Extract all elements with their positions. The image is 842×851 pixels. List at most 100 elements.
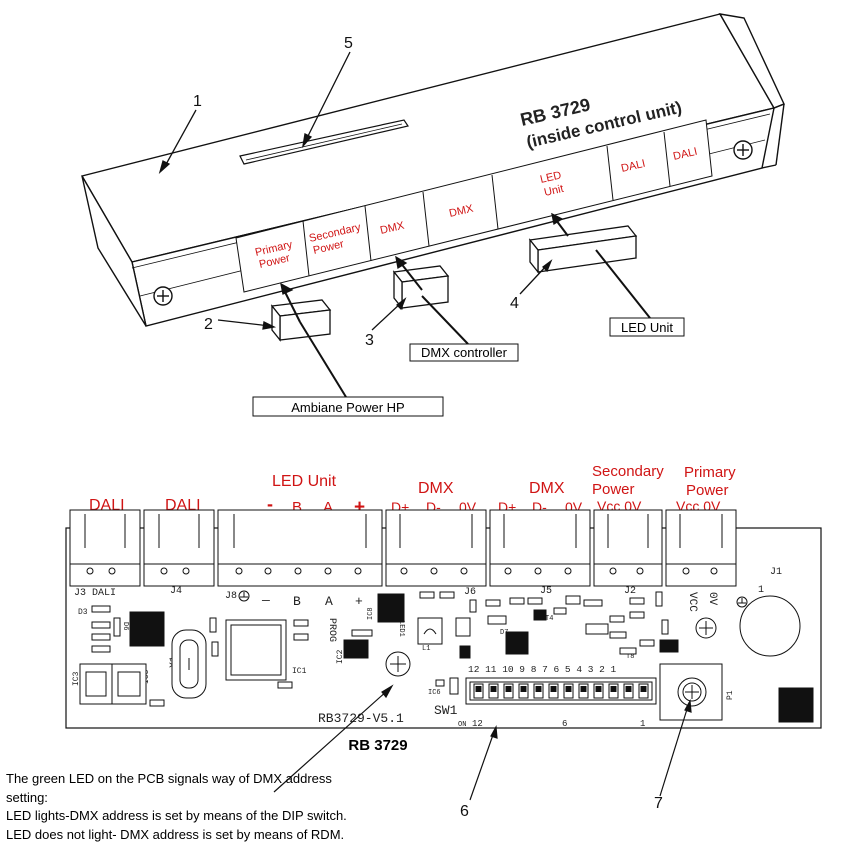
caption-line-2: setting: xyxy=(6,789,48,805)
pcb-leader-lines xyxy=(273,684,692,801)
silk-d6: D6 xyxy=(121,622,129,630)
silk-ic3: IC3 xyxy=(72,671,81,686)
silk-dip-1: 1 xyxy=(640,719,645,729)
silk-j6: J6 xyxy=(464,587,476,598)
silk-ic6: IC6 xyxy=(428,689,441,697)
block-dmx xyxy=(392,265,450,310)
silk-dip-12: 12 xyxy=(472,719,483,729)
port-label-strip xyxy=(235,119,713,293)
silk-dip-6: 6 xyxy=(562,719,567,729)
silk-p1: P1 xyxy=(726,690,735,700)
pcb-label-secondary-1: Secondary xyxy=(592,463,664,480)
dip-lever-knob xyxy=(625,686,632,692)
callout-7: 7 xyxy=(654,795,663,812)
silk-sw1: SW1 xyxy=(434,703,458,718)
silk-t4: T4 xyxy=(545,615,553,623)
dip-lever-knob xyxy=(535,686,542,692)
pcb-label-led-a: A xyxy=(323,499,333,516)
device-label-ambiane: Ambiane Power HP xyxy=(291,400,404,415)
dip-lever-knob xyxy=(550,686,557,692)
silk-dali: DALI xyxy=(92,588,116,599)
silk-d3: D3 xyxy=(78,608,88,617)
dip-lever-knob xyxy=(520,686,527,692)
silk-vcc: VCC xyxy=(686,592,698,612)
screw-right-icon xyxy=(733,140,753,160)
dip-lever-knob xyxy=(595,686,602,692)
silk-led1: LED1 xyxy=(397,620,405,637)
device-label-dmx-controller: DMX controller xyxy=(421,345,508,360)
dip-lever-knob xyxy=(490,686,497,692)
silk-prog: PROG xyxy=(326,618,337,642)
screw-left-icon xyxy=(153,286,173,306)
silk-on: ON xyxy=(458,721,466,729)
callout-4: 4 xyxy=(510,295,519,312)
ground-icon xyxy=(238,590,748,608)
port-label-dali-1: DALI xyxy=(620,158,647,175)
caption-line-4: LED does not light- DMX address is set b… xyxy=(6,826,345,842)
silk-j8: J8 xyxy=(225,591,237,602)
housing-left-cap xyxy=(81,175,147,327)
pcb-label-primary-2: Power xyxy=(686,482,729,499)
silk-ic2: IC2 xyxy=(336,649,345,664)
connector-blocks xyxy=(270,225,638,342)
port-label-led-1: LED xyxy=(539,169,563,186)
callout-5: 5 xyxy=(344,35,353,52)
silk-dip-numbers: 12 11 10 9 8 7 6 5 4 3 2 1 xyxy=(468,664,617,675)
silk-j1: J1 xyxy=(770,567,782,578)
dip-lever-knob xyxy=(640,686,647,692)
silk-j2: J2 xyxy=(624,586,636,597)
caption-line-1: The green LED on the PCB signals way of … xyxy=(6,771,332,786)
device-labels: Ambiane Power HP DMX controller LED Unit xyxy=(252,317,685,417)
silk-minus: — xyxy=(261,593,270,608)
dip-levers xyxy=(473,683,649,699)
silk-ic8: IC8 xyxy=(367,607,375,620)
port-label-dmx-1: DMX xyxy=(379,220,406,237)
silk-plus: + xyxy=(355,594,363,609)
port-label-dali-2: DALI xyxy=(672,146,699,163)
silk-j4: J4 xyxy=(170,586,182,597)
device-label-led-unit: LED Unit xyxy=(621,320,673,335)
silk-b: B xyxy=(293,594,301,609)
leader-lines xyxy=(158,51,651,398)
pcb-label-dmx-2: DMX xyxy=(529,480,565,497)
callout-3: 3 xyxy=(365,332,374,349)
pcb-label-dmx-1: DMX xyxy=(418,480,454,497)
black-marker-left xyxy=(129,611,165,647)
silk-0v: 0V xyxy=(706,592,718,606)
silk-d7: D7 xyxy=(500,629,508,637)
led-explanation: The green LED on the PCB signals way of … xyxy=(6,770,426,844)
black-marker-right xyxy=(778,687,814,723)
silk-j5: J5 xyxy=(540,586,552,597)
block-ambiane xyxy=(270,299,332,342)
pcb-label-led-b: B xyxy=(292,499,302,516)
callout-2: 2 xyxy=(204,316,213,333)
buzzer xyxy=(739,595,801,657)
pcb-label-led-minus: - xyxy=(267,494,273,514)
pcb-label-primary-1: Primary xyxy=(684,464,736,481)
dip-lever-knob xyxy=(580,686,587,692)
pcb-label-led-unit: LED Unit xyxy=(272,473,337,490)
pcb-label-led-plus: + xyxy=(354,497,365,518)
callout-1: 1 xyxy=(193,93,202,110)
dip-lever-knob xyxy=(475,686,482,692)
silk-1: 1 xyxy=(758,585,764,596)
silk-t8: T8 xyxy=(626,653,634,661)
caption-line-3: LED lights-DMX address is set by means o… xyxy=(6,808,347,823)
silk-l1: L1 xyxy=(422,645,430,653)
silk-board-name: RB3729-V5.1 xyxy=(318,711,404,726)
silk-ic1: IC1 xyxy=(292,667,307,676)
callout-6: 6 xyxy=(460,803,469,820)
dip-lever-knob xyxy=(565,686,572,692)
dip-lever-knob xyxy=(610,686,617,692)
port-label-led-2: Unit xyxy=(543,183,565,199)
pcb-model: RB 3729 xyxy=(348,737,407,754)
dip-lever-knob xyxy=(505,686,512,692)
pcb-label-secondary-2: Power xyxy=(592,481,635,498)
housing xyxy=(80,13,785,327)
port-label-dmx-2: DMX xyxy=(448,203,475,220)
block-led xyxy=(528,225,638,274)
silk-a: A xyxy=(325,594,333,609)
silk-j3: J3 xyxy=(74,588,86,599)
terminal-blocks xyxy=(69,509,737,587)
